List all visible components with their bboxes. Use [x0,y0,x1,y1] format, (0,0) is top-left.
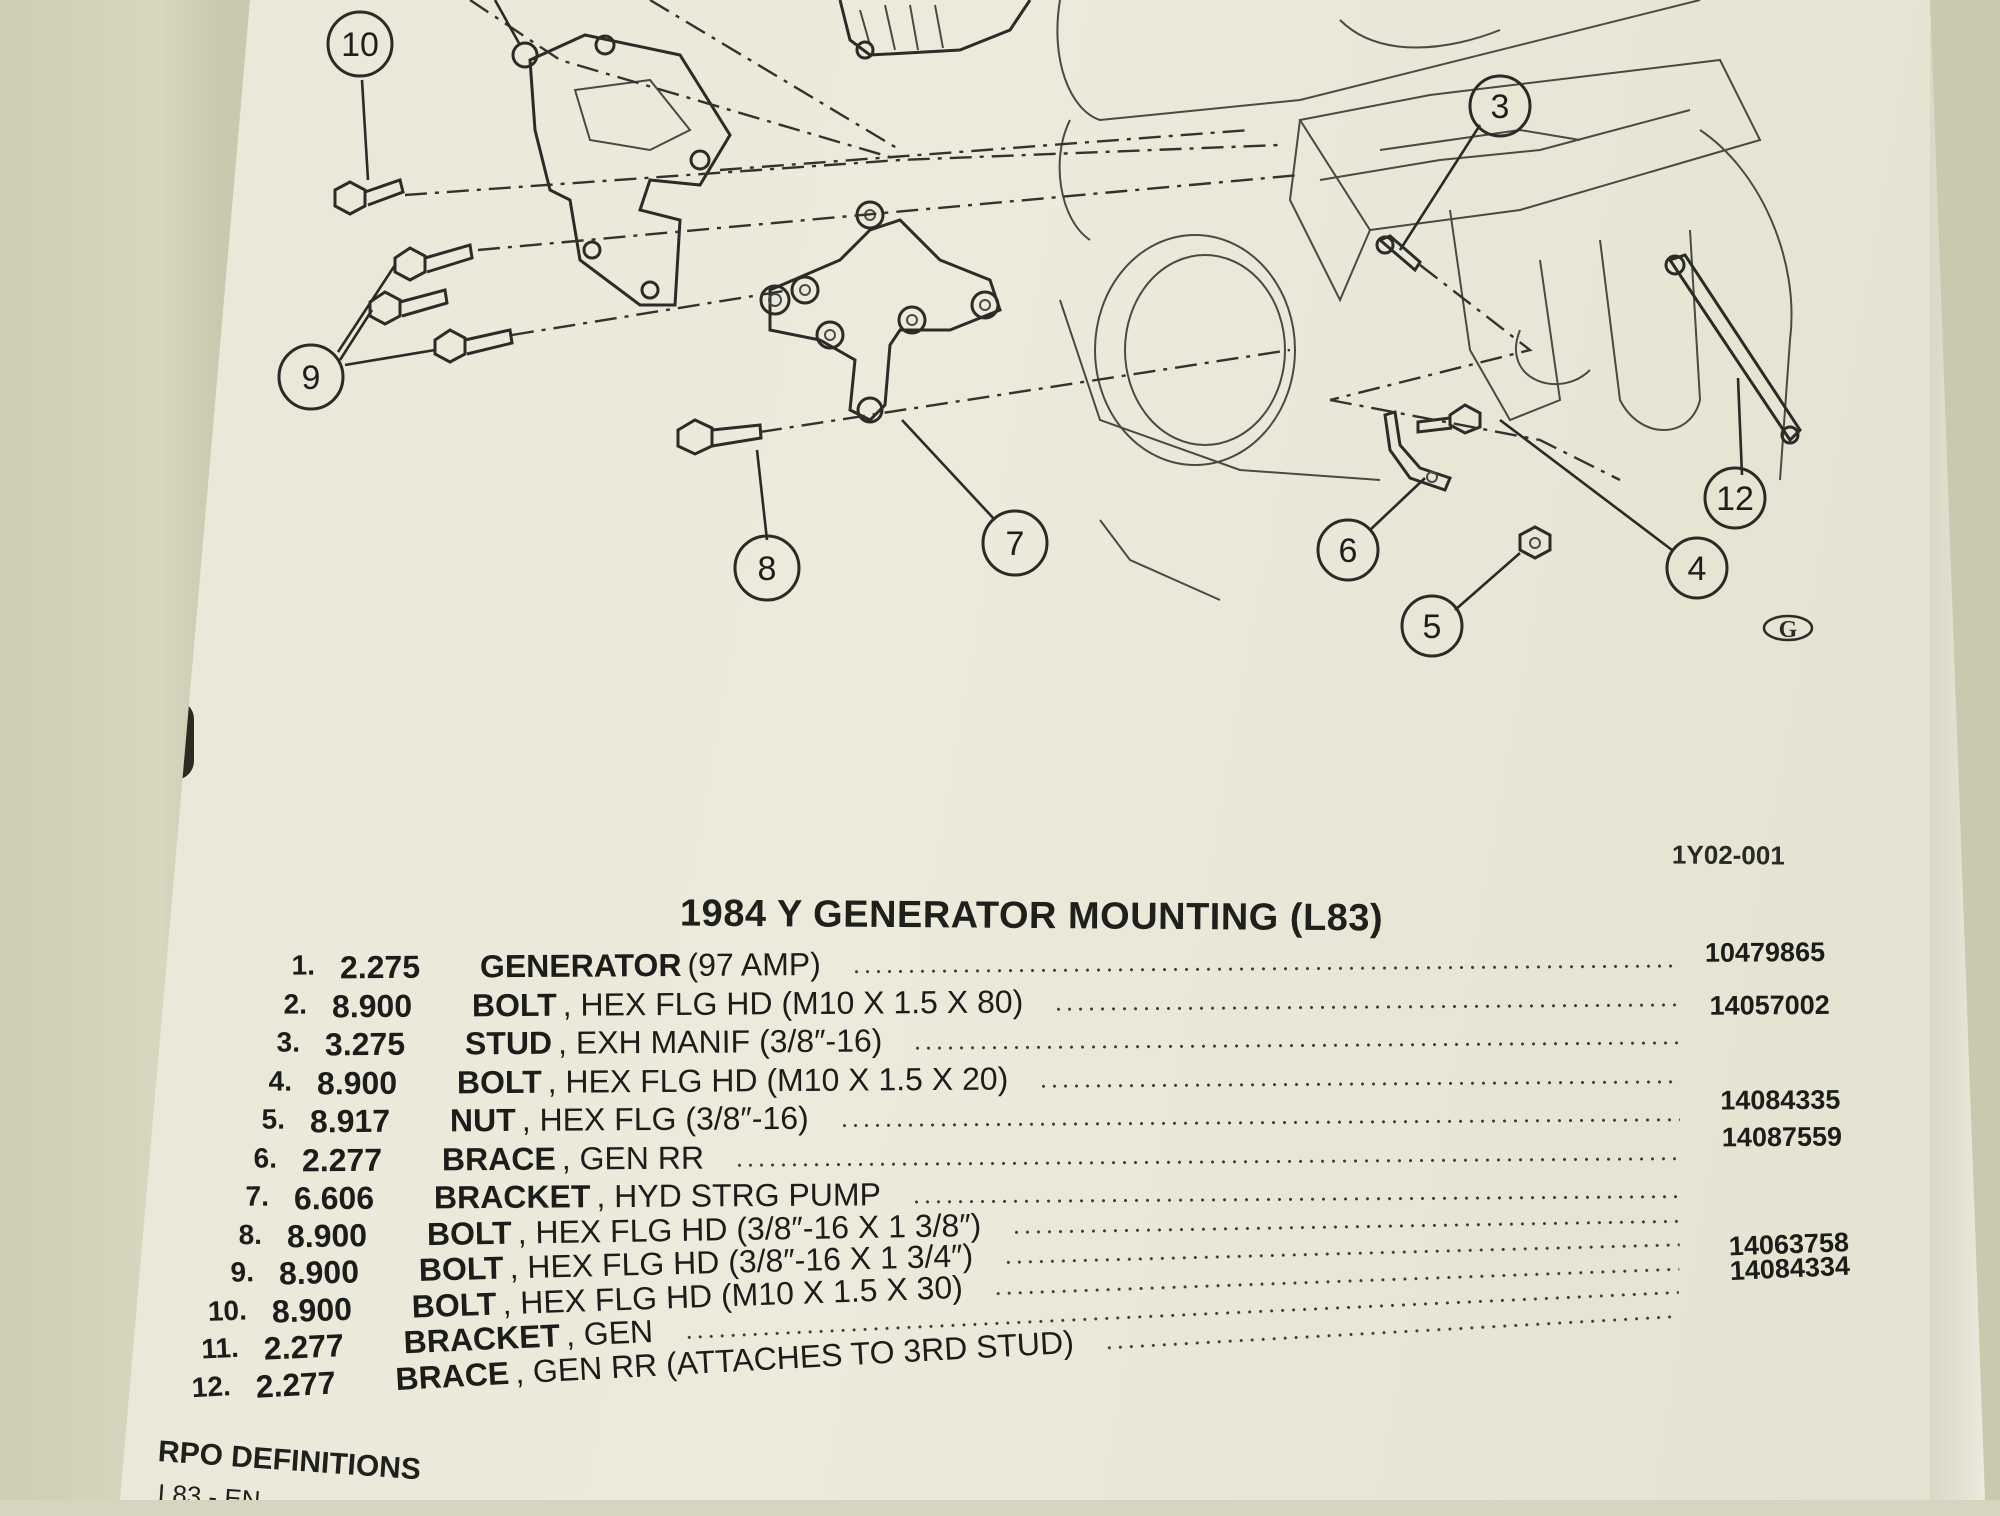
callout-5: 5 [1400,594,1464,658]
generator-part [838,0,1032,60]
gm-logo-icon: G [1762,614,1814,643]
assembly-lines [404,0,1621,482]
item-code: 8.900 [278,1253,360,1292]
callout-8: 8 [733,534,801,602]
item-index: 4. [268,1065,293,1097]
part-number: 14084335 [1719,1084,1841,1116]
item-index: 9. [230,1256,255,1288]
bolt-10 [333,178,405,216]
item-name: BOLT [472,986,558,1023]
item-detail: (97 AMP) [687,945,821,983]
item-name: STUD [464,1024,553,1062]
svg-text:12: 12 [1716,480,1754,518]
item-index: 1. [291,949,316,981]
bolt-9-middle [368,288,449,326]
item-description: BOLT, HEX FLG HD (M10 X 1.5 X 80) [472,983,1024,1024]
pump-bracket [759,200,1002,424]
bolt-8 [676,418,763,456]
item-code: 2.277 [262,1327,345,1367]
brace-12 [1664,253,1802,445]
part-number: 10479865 [1704,936,1826,968]
bolt-9-upper [393,243,474,282]
item-name: BRACE [441,1140,556,1177]
item-code: 8.900 [286,1216,368,1254]
item-index: 8. [238,1218,262,1250]
item-code: 2.275 [339,948,421,986]
item-name: GENERATOR [479,946,682,985]
stud-3 [1375,234,1422,273]
nut-5 [1518,525,1552,560]
rpo-first-line: L83 - EN [156,1478,262,1516]
item-detail: , HEX FLG (3/8″-16) [521,1099,809,1138]
item-index: 7. [245,1180,270,1212]
leader-dots [1053,1002,1681,1011]
callout-7: 7 [981,509,1049,577]
item-description: NUT, HEX FLG (3/8″-16) [449,1100,808,1140]
figure-code: 1Y02-001 [1671,839,1785,871]
item-code: 2.277 [301,1141,383,1178]
item-name: BOLT [426,1214,512,1252]
item-description: BOLT, HEX FLG HD (M10 X 1.5 X 20) [457,1060,1009,1101]
item-description: BRACE, GEN RR [442,1139,704,1178]
callout-9: 9 [277,343,345,411]
svg-text:9: 9 [302,359,321,397]
item-code: 8.917 [309,1102,390,1140]
item-name: BOLT [457,1063,543,1100]
part-number: 14084334 [1729,1250,1851,1287]
item-code: 3.275 [324,1025,405,1063]
item-name: BRACKET [434,1178,591,1216]
item-code: 8.900 [332,987,413,1024]
svg-text:10: 10 [341,26,379,64]
item-code: 8.900 [270,1290,353,1330]
svg-text:4: 4 [1688,550,1707,588]
item-name: NUT [449,1101,516,1139]
generator-bracket [511,33,732,307]
item-index: 6. [253,1142,278,1174]
callout-leaders [336,0,1744,611]
brace-6 [1383,410,1453,492]
leader-dots [734,1156,1681,1167]
callout-6: 6 [1316,518,1380,582]
item-index: 3. [276,1026,300,1058]
callout-4: 4 [1665,536,1729,600]
item-index: 10. [206,1294,247,1327]
item-detail: , EXH MANIF (3/8″-16) [557,1022,883,1061]
svg-text:7: 7 [1006,525,1025,563]
item-detail: , GEN RR [561,1139,705,1177]
item-name: BRACE [394,1354,511,1397]
svg-text:8: 8 [758,550,777,588]
item-index: 12. [191,1369,232,1403]
leader-dots [838,1117,1681,1128]
svg-text:G: G [1779,617,1798,643]
callout-12: 12 [1703,466,1767,530]
item-code: 8.900 [317,1064,398,1101]
item-name: BOLT [410,1285,497,1325]
leader-dots [911,1040,1681,1051]
engine-block [1056,0,1793,601]
bolt-9-lower [433,328,514,364]
item-detail: , HEX FLG HD (M10 X 1.5 X 20) [547,1060,1009,1100]
part-number: 14087559 [1721,1121,1843,1152]
item-description: STUD, EXH MANIF (3/8″-16) [465,1022,883,1062]
item-description: GENERATOR(97 AMP) [480,946,821,985]
item-code: 6.606 [294,1179,375,1217]
leader-dots [1038,1079,1681,1088]
callout-10: 10 [326,10,394,78]
callout-3: 3 [1468,74,1532,138]
svg-text:3: 3 [1491,88,1510,126]
svg-text:6: 6 [1339,532,1358,570]
svg-text:5: 5 [1423,608,1442,646]
item-index: 11. [200,1331,240,1365]
item-detail: , HEX FLG HD (M10 X 1.5 X 80) [562,983,1024,1023]
item-name: BOLT [418,1249,505,1288]
item-code: 2.277 [255,1363,338,1405]
page-title: 1984 Y GENERATOR MOUNTING (L83) [679,892,1384,940]
item-index: 5. [261,1103,285,1135]
item-index: 2. [283,988,308,1020]
leader-dots [851,963,1681,974]
